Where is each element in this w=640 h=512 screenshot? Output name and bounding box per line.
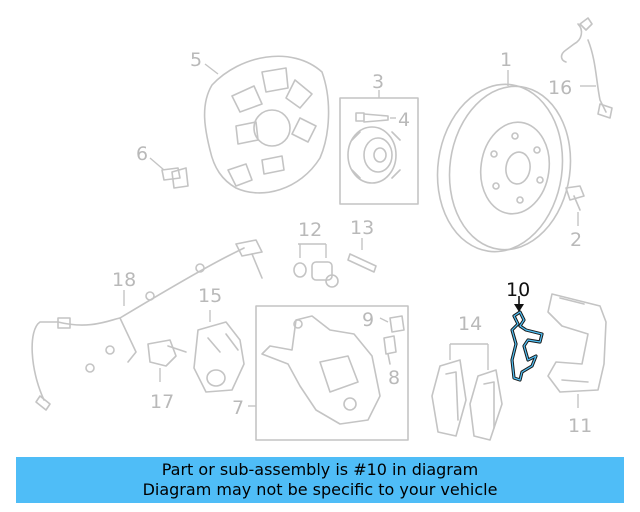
callout-15: 15 (198, 285, 222, 307)
callout-8: 8 (388, 367, 400, 389)
part-1-brake-rotor[interactable] (427, 70, 581, 260)
part-6-bolt[interactable] (149, 157, 189, 189)
callout-5: 5 (190, 49, 202, 71)
callout-2: 2 (570, 229, 582, 251)
part-16-brake-hose[interactable] (560, 17, 613, 119)
callout-12: 12 (298, 219, 322, 241)
part-17-speed-sensor[interactable] (147, 339, 187, 382)
callout-14: 14 (458, 313, 482, 335)
callout-10: 10 (506, 279, 530, 301)
part-4-hub-bolt[interactable] (355, 112, 396, 123)
callout-16: 16 (548, 77, 572, 99)
info-banner: Part or sub-assembly is #10 in diagram D… (16, 457, 624, 503)
callout-9: 9 (362, 309, 374, 331)
callout-3: 3 (372, 71, 384, 93)
part-5-splash-shield[interactable] (203, 55, 330, 194)
callout-4: 4 (398, 109, 410, 131)
part-3-wheel-hub[interactable] (339, 90, 419, 205)
callout-17: 17 (150, 391, 174, 413)
part-12-guide-bushings[interactable] (293, 243, 339, 288)
callout-18: 18 (112, 269, 136, 291)
part-2-rotor-screw[interactable] (565, 185, 585, 226)
part-18-abs-sensor-harness[interactable] (31, 239, 263, 411)
part-9-dust-cap[interactable] (379, 315, 405, 333)
part-8-bleeder-screw[interactable] (383, 335, 397, 365)
callout-1: 1 (500, 49, 512, 71)
part-13-guide-pin[interactable] (347, 238, 377, 273)
part-14-brake-pads[interactable] (431, 343, 503, 441)
part-7-brake-caliper[interactable] (248, 305, 409, 441)
part-10-highlighted-clip[interactable] (510, 296, 544, 382)
banner-line-2: Diagram may not be specific to your vehi… (142, 480, 498, 499)
callout-7: 7 (232, 397, 244, 419)
banner-line-1: Part or sub-assembly is #10 in diagram (161, 460, 479, 479)
callout-6: 6 (136, 143, 148, 165)
callout-13: 13 (350, 217, 374, 239)
callout-11: 11 (568, 415, 592, 437)
part-15-caliper-motor[interactable] (193, 310, 245, 393)
part-11-caliper-carrier[interactable] (547, 293, 607, 408)
